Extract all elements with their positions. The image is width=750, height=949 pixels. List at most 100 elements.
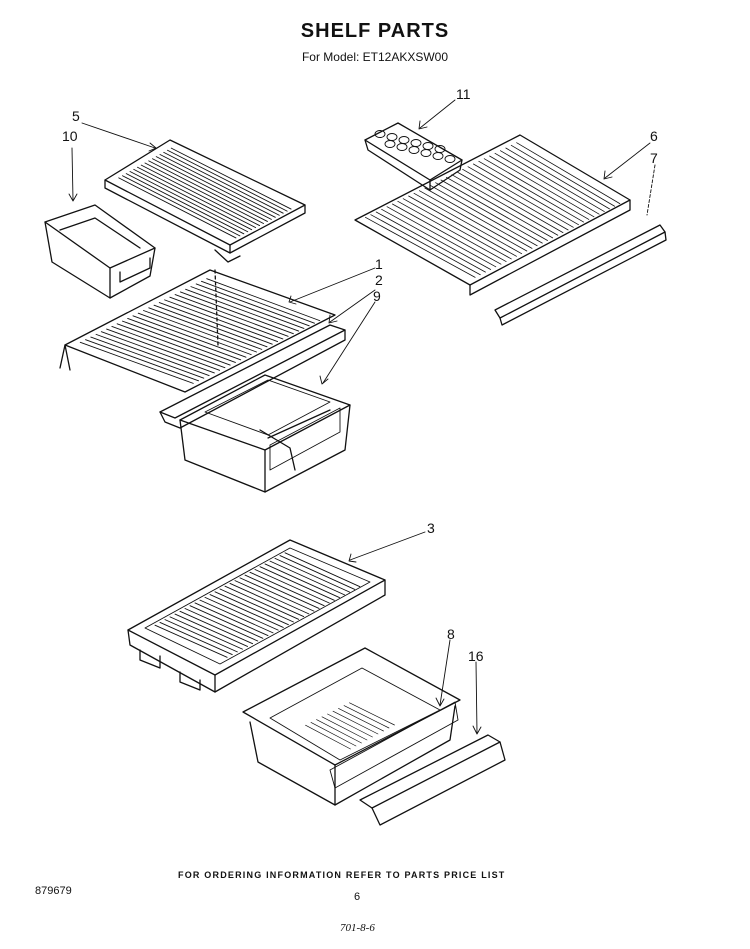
shelf-rib: [500, 151, 604, 212]
shelf-rib: [165, 620, 237, 652]
shelf-rib: [344, 706, 389, 728]
shelf-rib: [170, 617, 242, 649]
ice-cup: [423, 143, 433, 150]
handwritten-date: 701-8-6: [340, 922, 375, 934]
shelf-rib: [155, 625, 227, 657]
shelf-rib: [122, 321, 235, 362]
shelf-rib: [425, 188, 532, 248]
shelf-rib: [403, 199, 511, 259]
shelf-rib: [196, 284, 309, 326]
shelf-rib: [195, 603, 268, 636]
part-3-shelf: [128, 540, 385, 692]
shelf-rib: [436, 183, 543, 243]
page-number: 6: [354, 891, 361, 903]
part-9-drawer: [180, 375, 350, 492]
shelf-rib: [180, 292, 293, 334]
leader-lines: [69, 100, 655, 734]
shelf-rib: [419, 191, 526, 251]
ice-cup: [387, 134, 397, 141]
shelf-rib: [175, 614, 248, 646]
shelf-rib: [463, 169, 569, 230]
shelf-rib: [473, 164, 578, 225]
callout-11: 11: [456, 86, 471, 102]
ice-cup: [411, 140, 421, 147]
shelf-rib: [215, 592, 288, 625]
shelf-rib: [138, 313, 251, 354]
part-6-wire-shelf: [355, 135, 630, 295]
part-11-ice-tray: [365, 123, 462, 190]
shelf-rib: [409, 196, 517, 256]
shelf-rib: [207, 279, 320, 321]
shelf-rib: [479, 161, 584, 222]
shelf-rib: [101, 332, 214, 373]
callout-16: 16: [468, 648, 484, 664]
shelf-rib: [86, 340, 199, 381]
shelf-rib: [191, 287, 304, 329]
shelf-rib: [91, 337, 204, 378]
shelf-rib: [333, 711, 378, 734]
shelf-rib: [235, 581, 309, 614]
callout-9: 9: [373, 288, 381, 304]
shelf-rib: [225, 586, 299, 619]
shelf-rib: [210, 595, 283, 628]
shelf-rib: [398, 201, 506, 261]
ice-cup: [445, 156, 455, 163]
shelf-rib: [190, 606, 263, 639]
shelf-rib: [126, 174, 244, 234]
shelf-rib: [306, 725, 351, 749]
shelf-rib: [165, 300, 278, 342]
shelf-rib: [220, 589, 294, 622]
shelf-rib: [200, 600, 273, 633]
shelf-rib: [387, 207, 496, 267]
shelf-rib: [171, 148, 291, 209]
shelf-rib: [275, 558, 350, 592]
shelf-rib: [506, 148, 610, 209]
shelf-rib: [240, 578, 314, 611]
shelf-rib: [322, 717, 367, 740]
shelf-rib: [134, 169, 252, 229]
shelf-rib: [159, 303, 272, 345]
shelf-rib: [144, 311, 257, 353]
shelf-rib: [495, 153, 599, 214]
shelf-rib: [350, 703, 395, 725]
shelf-rib: [265, 564, 339, 598]
shelf-rib: [468, 167, 573, 228]
shelf-rib: [430, 185, 537, 245]
shelf-rib: [490, 156, 594, 217]
shelf-rib: [517, 143, 620, 204]
shelf-rib: [80, 342, 193, 383]
shelf-rib: [260, 567, 334, 601]
shelf-rib: [457, 172, 563, 233]
shelf-rib: [255, 570, 329, 604]
ice-cup: [397, 144, 407, 151]
shelf-rib: [245, 575, 319, 608]
shelf-rib: [175, 295, 288, 337]
shelf-rib: [128, 318, 241, 359]
shelf-rib: [156, 157, 275, 218]
part-16-trim: [360, 735, 505, 825]
shelf-rib: [452, 175, 558, 236]
callout-8: 8: [447, 626, 455, 642]
shelf-rib: [441, 180, 548, 241]
shelf-rib: [414, 193, 522, 253]
page-title: SHELF PARTS: [300, 20, 450, 42]
shelf-rib: [376, 212, 485, 272]
shelf-rib: [119, 178, 236, 238]
shelf-rib: [446, 177, 552, 238]
shelf-rib: [180, 611, 253, 643]
shelf-rib: [133, 316, 246, 357]
ice-cup: [409, 147, 419, 154]
shelf-rib: [130, 172, 248, 232]
shelf-rib: [186, 289, 299, 331]
part-5-shelf: [105, 140, 305, 262]
part-10-bin: [45, 205, 155, 298]
part-1-shelf: [60, 270, 335, 392]
shelf-rib: [138, 167, 256, 227]
part-2-trim: [160, 325, 345, 428]
shelf-rib: [328, 714, 373, 737]
shelf-rib: [484, 159, 589, 220]
shelf-rib: [201, 281, 314, 323]
shelf-rib: [205, 597, 278, 630]
shelf-rib: [141, 165, 259, 225]
